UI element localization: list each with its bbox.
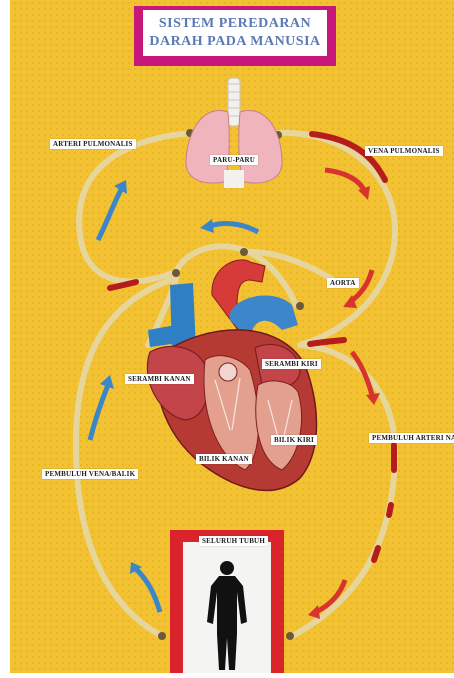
- label-paru-paru: PARU-PARU: [210, 155, 258, 165]
- blood-arteri-2: [389, 505, 391, 515]
- body-panel: [183, 542, 271, 673]
- label-bilik-kanan: BILIK KANAN: [196, 454, 252, 464]
- blood-arteri-3: [374, 548, 378, 560]
- blood-aorta: [310, 340, 344, 344]
- body-frame: [170, 530, 284, 673]
- title-frame: SISTEM PEREDARAN DARAH PADA MANUSIA: [134, 6, 336, 66]
- label-pembuluh-vena: PEMBULUH VENA/BALIK: [42, 469, 138, 479]
- label-serambi-kanan: SERAMBI KANAN: [125, 374, 194, 384]
- label-bilik-kiri: BILIK KIRI: [271, 435, 317, 445]
- label-vena-pulmonalis: VENA PULMONALIS: [365, 146, 443, 156]
- title-line-1: SISTEM PEREDARAN: [159, 15, 311, 33]
- title-panel: SISTEM PEREDARAN DARAH PADA MANUSIA: [143, 10, 327, 56]
- label-arteri-pulmonalis: ARTERI PULMONALIS: [50, 139, 136, 149]
- human-silhouette-icon: [183, 542, 271, 673]
- label-aorta: AORTA: [327, 278, 359, 288]
- label-serambi-kiri: SERAMBI KIRI: [262, 359, 321, 369]
- label-seluruh-tubuh: SELURUH TUBUH: [199, 536, 268, 546]
- title-line-2: DARAH PADA MANUSIA: [149, 33, 320, 51]
- label-pembuluh-arteri: PEMBULUH ARTERI NADI: [369, 433, 454, 443]
